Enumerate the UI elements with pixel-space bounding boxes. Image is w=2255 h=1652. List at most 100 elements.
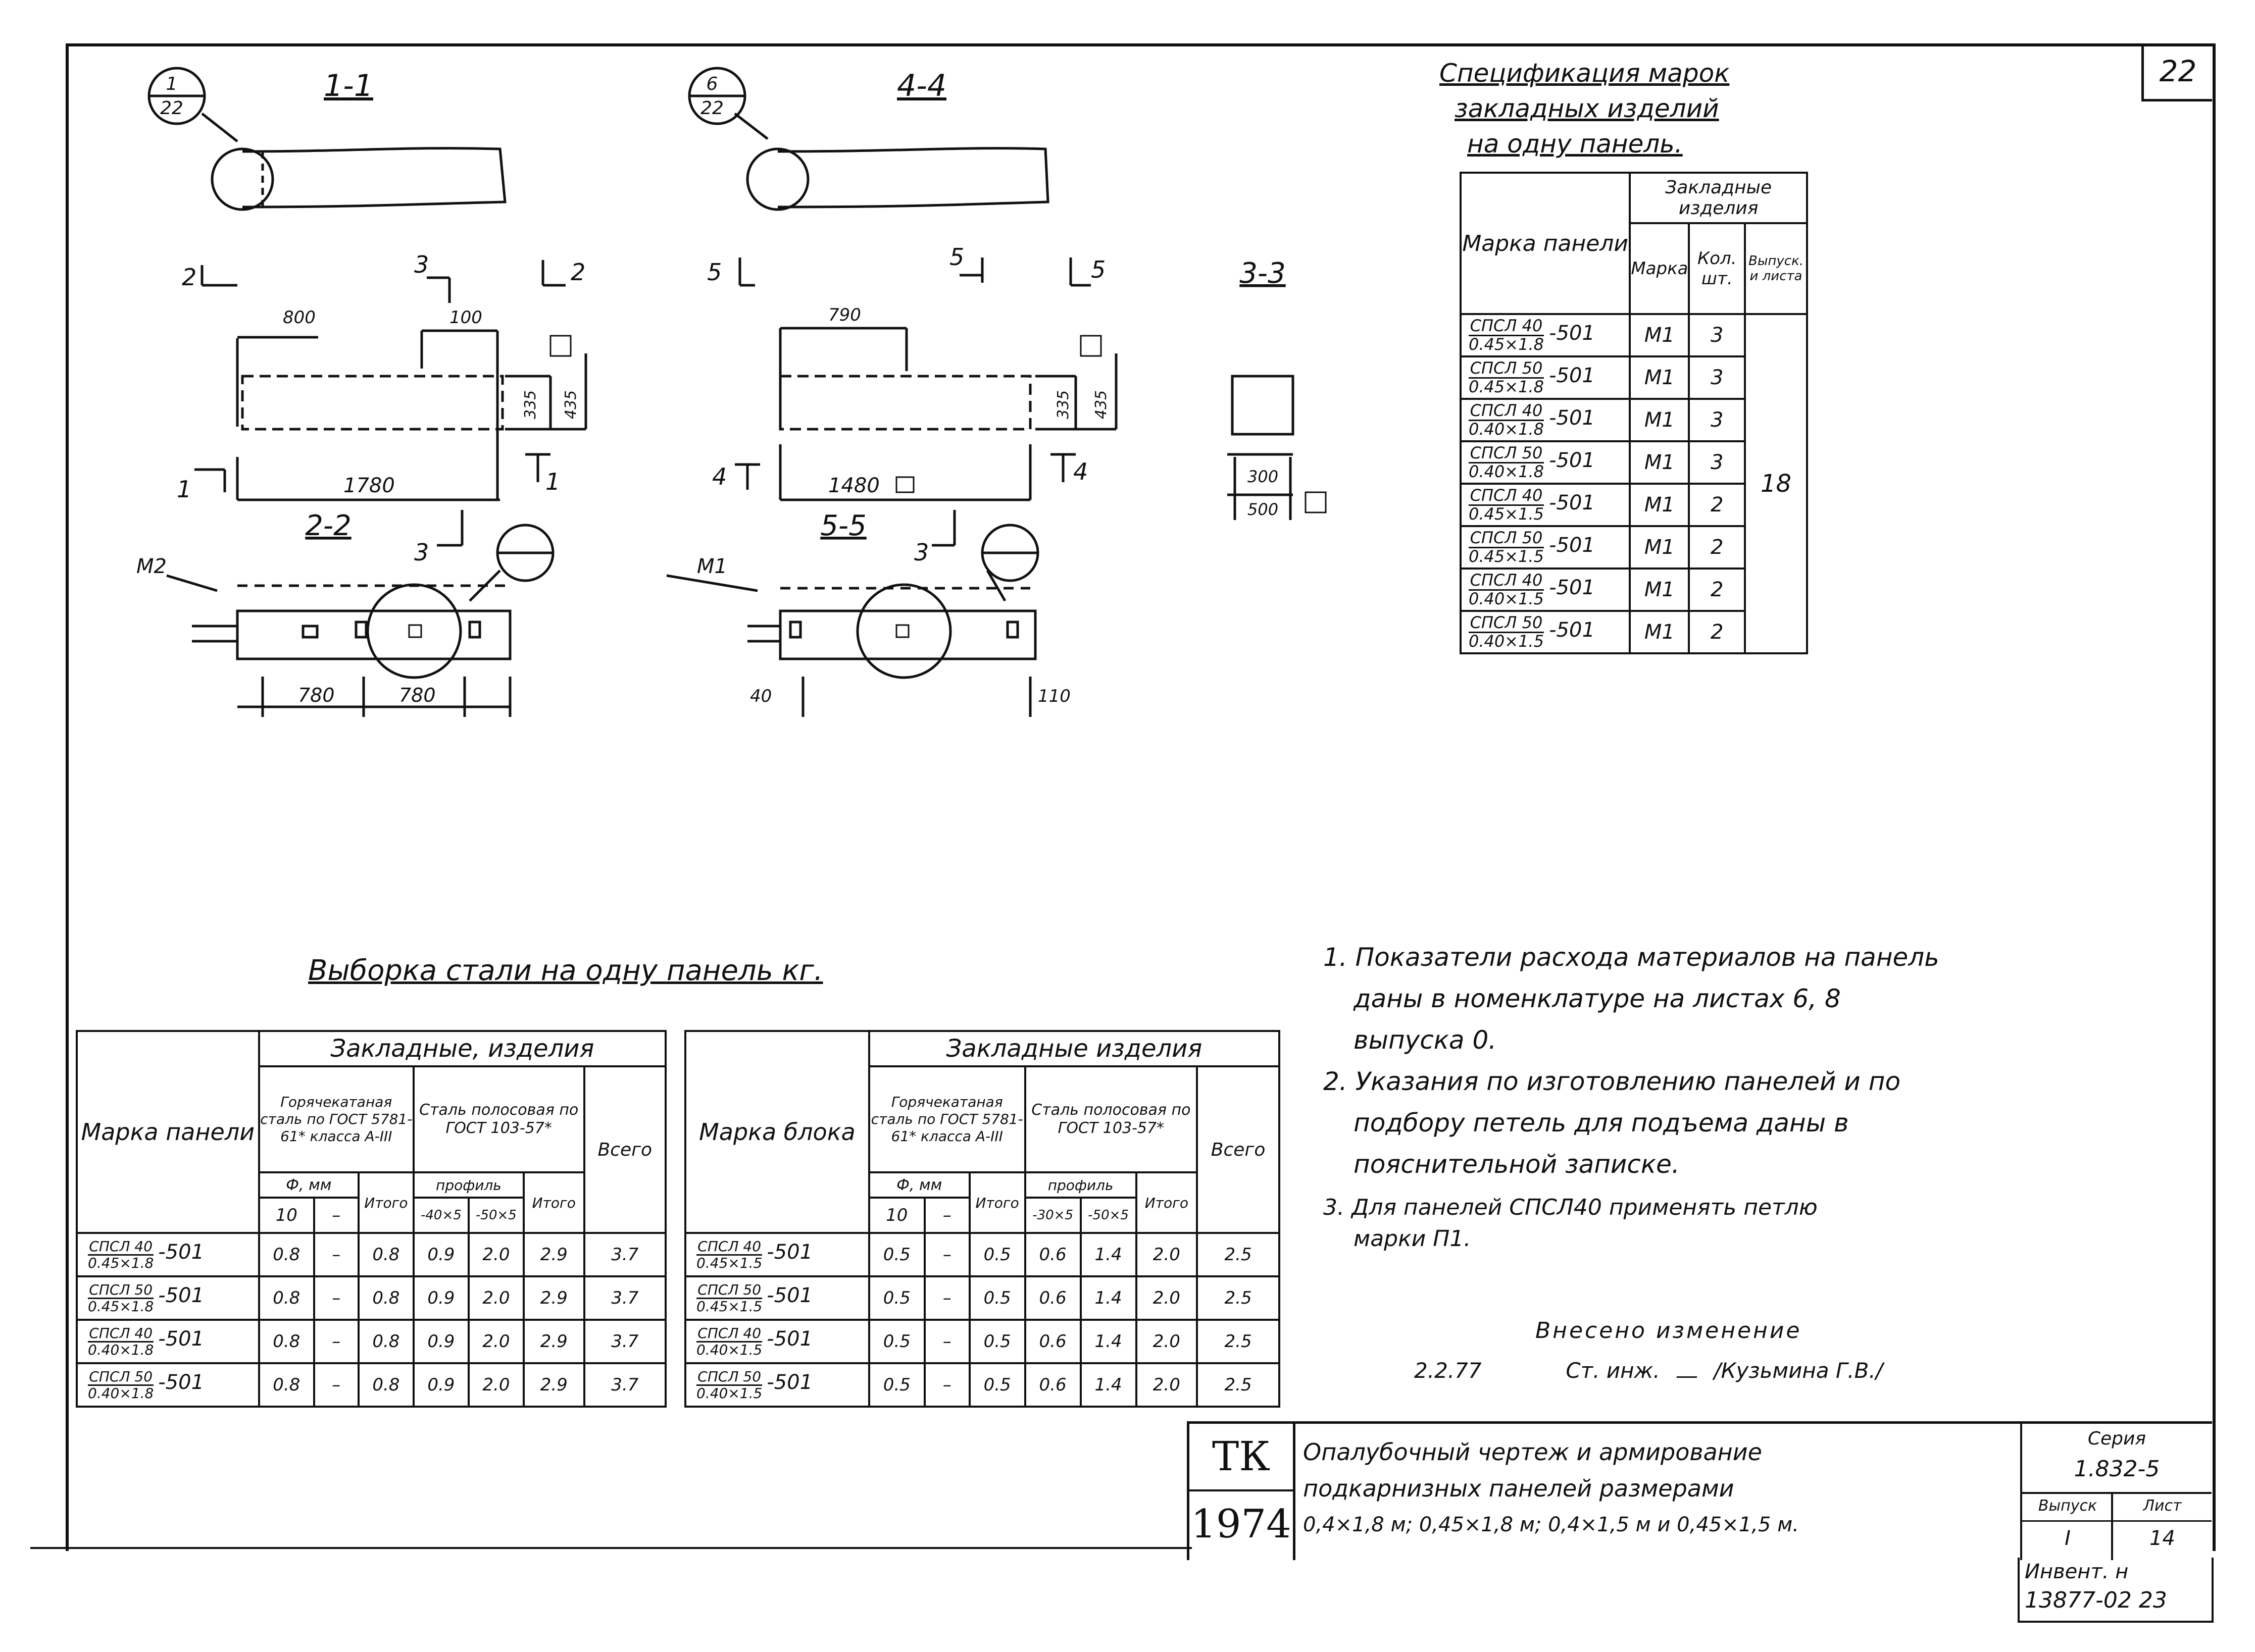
drawing-title: Опалубочный чертеж и армирование подкарн… (1303, 1434, 2010, 1543)
steel-right-cell: 0.5 (968, 1362, 1026, 1408)
steel-left-cell: 0.8 (357, 1232, 415, 1277)
change-title: Внесено изменение (1535, 1318, 1802, 1344)
issue-label: Выпуск (2022, 1492, 2113, 1522)
steel-left-row-suffix: -501 (158, 1371, 205, 1394)
spec-row-mark-top: СПСЛ 50 (1469, 359, 1544, 379)
spec-issue-value: 18 (1744, 313, 1808, 654)
dim-right-40: 40 (750, 686, 772, 706)
steel-left-cell: 2.0 (467, 1232, 525, 1277)
spec-row-mark-top: СПСЛ 40 (1469, 572, 1544, 591)
inventory-value: 13877-02 23 (2025, 1587, 2167, 1613)
spec-table: Марка панели Закладные изделия Марка Кол… (1459, 172, 1808, 654)
note-2-line-1: 2. Указания по изготовлению панелей и по (1323, 1067, 1901, 1096)
steel-right-row-bot: 0.40×1.5 (696, 1384, 763, 1402)
steel-right-profile: профиль (1024, 1171, 1137, 1199)
org-cell: ТК 1974 (1189, 1424, 1295, 1560)
spec-col-mark: Марка (1629, 222, 1690, 315)
steel-right-cell: – (923, 1232, 971, 1277)
steel-right-row-suffix: -501 (767, 1371, 813, 1394)
steel-left-row-suffix: -501 (158, 1327, 205, 1351)
dim-left-800: 800 (283, 307, 316, 328)
dim-left-100: 100 (449, 307, 482, 328)
issue-value: I (2065, 1527, 2071, 1550)
steel-right-cell: 0.5 (968, 1275, 1026, 1321)
mark-1a: 1 (177, 476, 191, 503)
spec-title-line-3: на одну панель. (1467, 129, 1683, 159)
steel-right-cell: 0.6 (1024, 1319, 1082, 1364)
dim-left-435: 435 (562, 390, 580, 419)
note-2-line-2: подбору петель для подъема даны в (1354, 1108, 1849, 1138)
drawing-title-line-2: подкарнизных панелей размерами (1303, 1475, 1734, 1502)
steel-right-cell: 0.5 (868, 1232, 926, 1277)
spec-row-mark-top: СПСЛ 40 (1469, 402, 1544, 421)
steel-left-cell: 0.8 (357, 1275, 415, 1321)
mark-1b: 1 (545, 468, 560, 495)
mark-5b: 5 (949, 243, 964, 271)
inventory-cell: Инвент. н 13877-02 23 (2018, 1558, 2214, 1623)
steel-right-cell: 0.5 (868, 1319, 926, 1364)
spec-row-suffix: -501 (1549, 618, 1595, 642)
change-who: Ст. инж. (1566, 1358, 1660, 1383)
steel-left-cell: – (313, 1362, 360, 1408)
steel-right-cell: 2.0 (1135, 1232, 1198, 1277)
spec-row-mark-bot: 0.40×1.5 (1469, 589, 1544, 608)
spec-row-mark-top: СПСЛ 50 (1469, 614, 1544, 633)
steel-right-total: Всего (1196, 1065, 1280, 1234)
steel-left-itogo-b: Итого (522, 1171, 585, 1234)
steel-right-cell: 0.5 (868, 1362, 926, 1408)
steel-right-cell: 1.4 (1079, 1362, 1137, 1408)
steel-left-cell: 2.9 (522, 1319, 585, 1364)
steel-right-cell: 2.5 (1196, 1232, 1280, 1277)
spec-title-line-2: закладных изделий (1455, 94, 1719, 123)
mark-3a: 3 (414, 251, 429, 278)
steel-right-cell: 0.6 (1024, 1275, 1082, 1321)
steel-left-p1: -40×5 (412, 1197, 470, 1234)
steel-title: Выборка стали на одну панель кг. (308, 954, 823, 987)
title-block: ТК 1974 Опалубочный чертеж и армирование… (1187, 1421, 2212, 1560)
change-date: 2.2.77 (1414, 1358, 1482, 1383)
spec-row-qty: 2 (1688, 567, 1746, 612)
spec-row-suffix: -501 (1549, 576, 1595, 599)
steel-right-row-top: СПСЛ 50 (696, 1369, 763, 1386)
steel-left-row-top: СПСЛ 40 (88, 1326, 154, 1343)
org-top: ТК (1189, 1424, 1293, 1491)
steel-right-group: Закладные изделия (868, 1030, 1281, 1067)
steel-left-cell: – (313, 1275, 360, 1321)
mark-2b: 2 (571, 259, 585, 286)
dim-33-300: 300 (1247, 467, 1278, 486)
steel-right-cell: – (923, 1319, 971, 1364)
mark-2a: 2 (182, 264, 196, 291)
steel-left-row-bot: 0.40×1.8 (88, 1341, 154, 1358)
dim-right-m1: М1 (697, 555, 727, 578)
spec-row-suffix: -501 (1549, 534, 1595, 557)
steel-right-cell: 2.0 (1135, 1362, 1198, 1408)
steel-left-diam: Ф, мм (258, 1171, 360, 1199)
steel-left-strip: Сталь полосовая по ГОСТ 103-57* (412, 1065, 585, 1173)
section-2-2-label: 2-2 (305, 509, 351, 542)
dim-left-335: 335 (522, 390, 539, 419)
dim-right-790: 790 (828, 305, 861, 325)
steel-right-cell: 0.5 (968, 1319, 1026, 1364)
steel-table-left: Марка панели Закладные, изделия Горячека… (76, 1030, 667, 1408)
section-5-5-label: 5-5 (820, 509, 866, 542)
spec-row-item: М1 (1629, 355, 1690, 400)
notes: 1. Показатели расхода материалов на пане… (1323, 937, 2172, 1255)
steel-left-cell: 3.7 (583, 1319, 667, 1364)
spec-row-item: М1 (1629, 313, 1690, 357)
spec-row-mark-bot: 0.40×1.5 (1469, 631, 1544, 651)
steel-right-itogo-b: Итого (1135, 1171, 1198, 1234)
steel-right-row-bot: 0.45×1.5 (696, 1254, 763, 1271)
steel-left-cell: – (313, 1319, 360, 1364)
steel-right-cell: 1.4 (1079, 1275, 1137, 1321)
steel-right-row-suffix: -501 (767, 1241, 813, 1264)
spec-col-qty: Кол. шт. (1688, 222, 1746, 315)
dim-left-m2: М2 (136, 555, 167, 578)
steel-left-cell: 0.8 (357, 1319, 415, 1364)
steel-right-p2: -50×5 (1079, 1197, 1137, 1234)
section-4-4-label: 4-4 (897, 68, 946, 104)
